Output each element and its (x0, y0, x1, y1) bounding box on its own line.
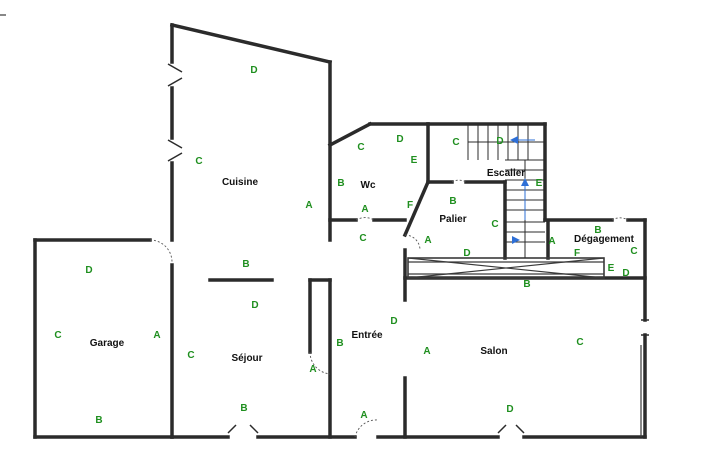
wall-label: C (452, 137, 459, 148)
wall-label: F (574, 248, 580, 259)
room-degagement: Dégagement (574, 234, 635, 245)
room-wc: Wc (361, 180, 376, 191)
wall-label: D (251, 300, 258, 311)
wall-label: D (85, 265, 92, 276)
wall-label: B (449, 196, 456, 207)
wall-label: B (240, 403, 247, 414)
wall-label: A (548, 236, 555, 247)
room-escalier: Escalier (487, 168, 525, 179)
wall-label: A (153, 330, 160, 341)
wall-label: D (622, 268, 629, 279)
stair-arrow-icon (521, 178, 529, 186)
room-entree: Entrée (351, 330, 383, 341)
wall-label: B (337, 178, 344, 189)
walls (33, 22, 647, 439)
wall-label: C (187, 350, 194, 361)
room-cuisine: Cuisine (222, 177, 259, 188)
wall-label: B (95, 415, 102, 426)
wall-label: C (491, 219, 498, 230)
wall-label: A (305, 200, 312, 211)
wall-label: B (336, 338, 343, 349)
wall-label: B (594, 225, 601, 236)
wall-label: C (195, 156, 202, 167)
wall-label: B (242, 259, 249, 270)
wall-label: C (54, 330, 61, 341)
stair-arrow-icon (512, 236, 520, 244)
wall-label: D (496, 136, 503, 147)
landing-void (407, 257, 605, 279)
wall-label: A (361, 204, 368, 215)
wall-label: D (390, 316, 397, 327)
wall-label: D (396, 134, 403, 145)
room-sejour: Séjour (231, 353, 262, 364)
wall-label: E (411, 155, 418, 166)
wall-label: A (309, 364, 316, 375)
wall-label: D (250, 65, 257, 76)
wall-label: E (608, 263, 615, 274)
room-palier: Palier (439, 214, 466, 225)
wall-label: C (576, 337, 583, 348)
wall-label: B (523, 279, 530, 290)
wall-label: F (407, 200, 413, 211)
room-garage: Garage (90, 338, 125, 349)
wall-label: C (359, 233, 366, 244)
wall-label: C (630, 246, 637, 257)
wall-label: A (423, 346, 430, 357)
wall-label: A (360, 410, 367, 421)
room-salon: Salon (480, 346, 507, 357)
wall-label: A (424, 235, 431, 246)
doors (149, 63, 649, 438)
wall-label: E (536, 178, 543, 189)
wall-labels: D C A B C D E B A F C C D E B C A D A B … (54, 65, 637, 426)
wall-label: D (463, 248, 470, 259)
staircase (467, 124, 545, 258)
wall-label: D (506, 404, 513, 415)
wall-label: C (357, 142, 364, 153)
stair-arrow-icon (510, 136, 518, 144)
